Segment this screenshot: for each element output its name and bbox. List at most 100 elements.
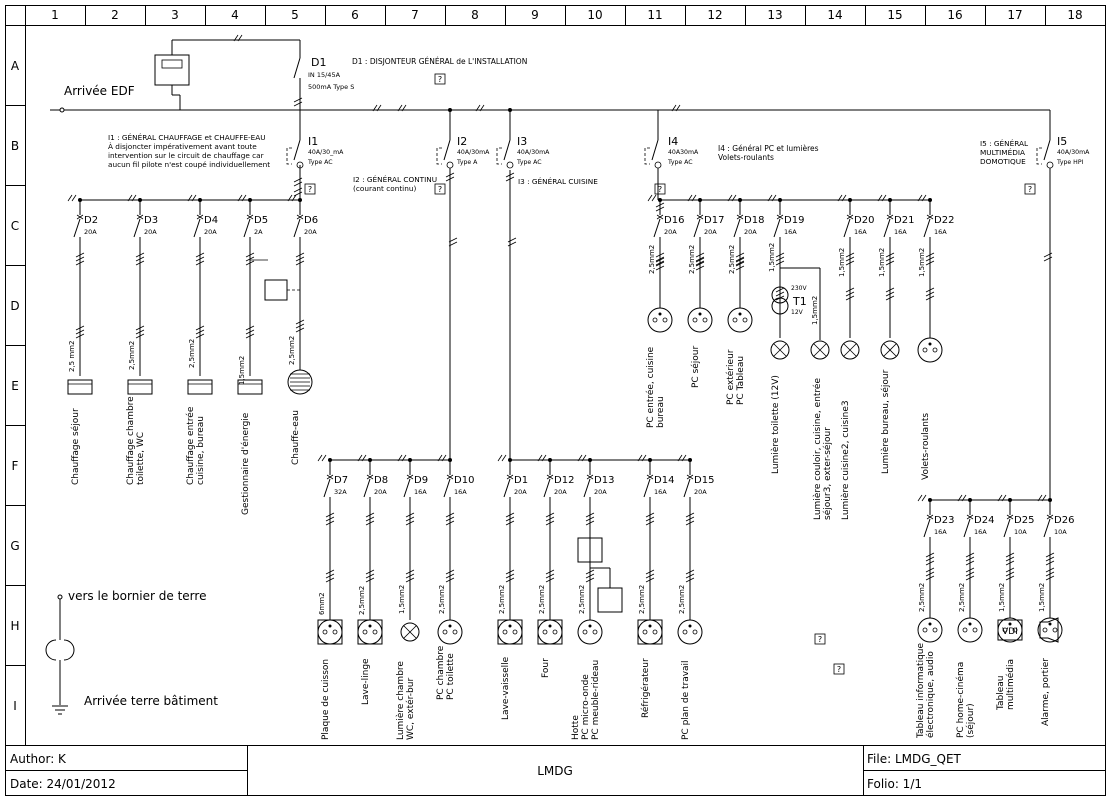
rcd-coil [506,161,514,169]
conductor-tick [135,256,145,262]
breaker-tag: D12 [554,475,574,486]
conductor-tick [685,516,695,522]
circuit-label: PC home-cinéma [955,662,966,738]
conductor-tick [291,194,297,202]
conductor-tick [401,104,407,112]
breaker-tag: D20 [854,215,874,226]
incoming-supply: Arrivée EDF [50,39,301,113]
conductor-tick [637,454,643,462]
breaker-rating: 20A [664,228,677,236]
conductor-tick [645,569,655,575]
conductor-tick [293,101,303,107]
conductor-tick [135,252,145,258]
conductor-tick [75,329,85,335]
cable-section: 2,5mm2 [358,586,366,615]
socket-earth [548,624,552,628]
breaker-cross [506,474,514,480]
file-text: File: LMDG_QET [867,752,962,766]
column-number: 6 [351,8,359,22]
breaker-rating: 20A [594,488,607,496]
column-number: 15 [887,8,902,22]
circuit-label: Réfrigérateur [640,658,651,718]
breaker-tag: D15 [694,475,714,486]
socket-earth [648,624,652,628]
row-letter: C [11,219,19,233]
breaker-contact [643,478,651,498]
conductor-tick [187,194,193,202]
breaker-contact [1043,518,1051,538]
conductor-tick [925,560,935,566]
rcd-rating: 40A/30mA [457,149,490,156]
conductor-tick [585,512,595,518]
socket-pin [1002,627,1008,633]
socket-pin [652,317,658,323]
help-box-icon [434,73,446,85]
rcd-tag: I1 [308,135,318,148]
conductor-tick [845,256,855,262]
conductor-tick [295,252,305,258]
conductor-tick [405,577,415,583]
junction-dot [448,108,452,112]
conductor-tick [885,291,895,297]
conductor-tick [965,556,975,562]
breaker-tag: D26 [1054,515,1074,526]
rcd-note: I4 : Général PC et lumières [718,144,819,153]
conductor-tick [645,577,655,583]
cable-section: 1,5mm2 [878,248,886,277]
heater-icon [127,379,153,395]
transformer-tag: T1 [792,295,807,308]
breaker-contact [403,478,411,498]
cable-section: 2,5mm2 [958,583,966,612]
title-block: Author: K Date: 24/01/2012 LMDG File: LM… [5,745,1105,795]
conductor-tick [965,575,975,581]
washing-machine-icon [357,619,383,645]
conductor-tick [845,291,855,297]
rcd-contact [1043,139,1051,161]
main-breaker-tag: D1 [311,56,326,69]
conductor-tick [376,104,382,112]
rcd-type: Type AC [307,159,333,166]
breaker-rating: 16A [894,228,907,236]
date-text: Date: 24/01/2012 [10,777,116,791]
breaker-tag: D17 [704,215,724,226]
conductor-tick [397,104,403,112]
circuit-label: Lave-vaisselle [501,656,511,720]
conductor-tick [537,454,543,462]
conductor-tick [845,260,855,266]
conductor-tick [365,577,375,583]
breaker-cross [846,214,854,220]
circuit-label: PC micro-onde [581,674,591,740]
column-number: 13 [767,8,782,22]
breaker-contact [133,218,141,238]
circuit-label: (séjour) [965,703,976,738]
breaker-cross [196,214,204,220]
conductor-tick [445,577,455,583]
conductor-tick [445,172,455,178]
conductor-tick [437,454,443,462]
socket-pin [932,347,938,353]
column-number: 5 [291,8,299,22]
curtain-cabinet-icon [597,587,623,613]
row-letter: G [10,539,19,553]
conductor-tick [287,194,293,202]
socket-pin [692,317,698,323]
breaker-contact [73,218,81,238]
socket-pin [702,317,708,323]
column-number: 10 [587,8,602,22]
socket-earth [698,312,702,316]
column-number: 9 [531,8,539,22]
row-letter: D [10,299,19,313]
conductor-tick [325,577,335,583]
conductor-tick [505,577,515,583]
socket-icon [1037,617,1063,643]
column-number: 2 [111,8,119,22]
breaker-cross [696,214,704,220]
rcd-rating: 40A/30mA [517,149,550,156]
